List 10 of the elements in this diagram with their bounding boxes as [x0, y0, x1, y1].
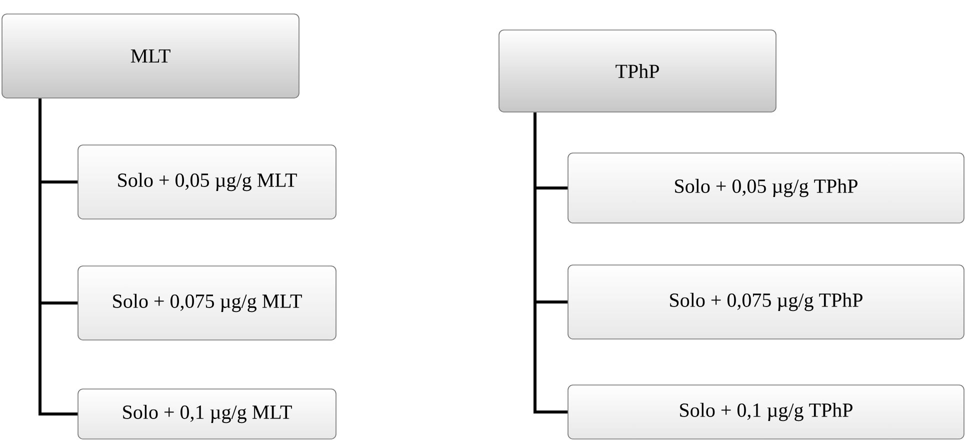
sample-box: Solo + 0,075 µg/g TPhP [568, 264, 964, 340]
sample-box: Solo + 0,05 µg/g TPhP [568, 152, 964, 224]
category-box: TPhP [498, 30, 776, 112]
sample-box: Solo + 0,1 µg/g TPhP [568, 384, 964, 440]
sample-box: Solo + 0,1 µg/g MLT [78, 388, 336, 440]
sample-box: Solo + 0,05 µg/g MLT [78, 144, 336, 220]
connector-line [534, 112, 568, 414]
connector-line [38, 98, 78, 416]
category-box: MLT [2, 14, 300, 98]
sample-box: Solo + 0,075 µg/g MLT [78, 266, 336, 340]
